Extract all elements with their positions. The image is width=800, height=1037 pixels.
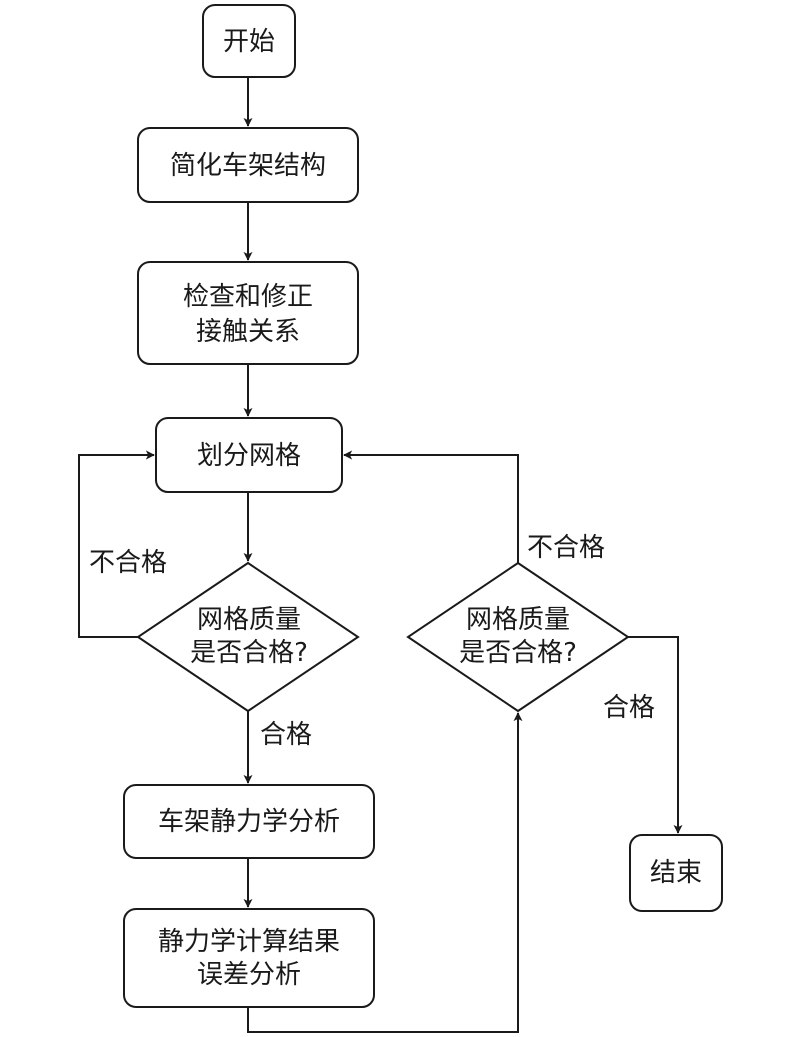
start-label: 开始 <box>223 27 275 57</box>
check-contact-label-line2: 接触关系 <box>196 317 300 347</box>
edge-error-to-decision-right <box>247 712 523 1033</box>
edge-decision-right-fail-loop <box>343 450 519 563</box>
error-analysis-node: 静力学计算结果 误差分析 <box>123 908 375 1008</box>
decision-right-label-line1: 网格质量 <box>466 605 570 635</box>
mesh-node: 划分网格 <box>155 417 343 493</box>
edge-label-right-fail: 不合格 <box>527 533 605 563</box>
check-contact-node: 检查和修正 接触关系 <box>137 261 359 365</box>
decision-left-label-line1: 网格质量 <box>197 605 301 635</box>
check-contact-label-line1: 检查和修正 <box>183 282 313 312</box>
end-node: 结束 <box>629 834 723 912</box>
error-analysis-label-line1: 静力学计算结果 <box>158 927 340 957</box>
mesh-label: 划分网格 <box>197 441 301 471</box>
connectors <box>78 77 683 1033</box>
edge-label-right-pass: 合格 <box>603 693 655 723</box>
static-analysis-node: 车架静力学分析 <box>123 784 375 859</box>
decision-left-label-line2: 是否合格? <box>190 638 308 668</box>
simplify-frame-node: 简化车架结构 <box>137 127 359 203</box>
edge-label-left-fail: 不合格 <box>89 548 167 578</box>
static-analysis-label: 车架静力学分析 <box>158 807 340 837</box>
edge-label-left-pass: 合格 <box>260 720 312 750</box>
start-node: 开始 <box>202 4 296 78</box>
decision-right-node: 网格质量 是否合格? <box>406 561 630 713</box>
simplify-frame-label: 简化车架结构 <box>170 151 326 181</box>
decision-left-node: 网格质量 是否合格? <box>136 561 360 713</box>
edge-decision-left-fail-loop <box>78 450 155 638</box>
end-label: 结束 <box>650 858 702 888</box>
error-analysis-label-line2: 误差分析 <box>197 960 301 990</box>
edge-decision-right-pass <box>628 636 683 834</box>
decision-right-label-line2: 是否合格? <box>459 638 577 668</box>
